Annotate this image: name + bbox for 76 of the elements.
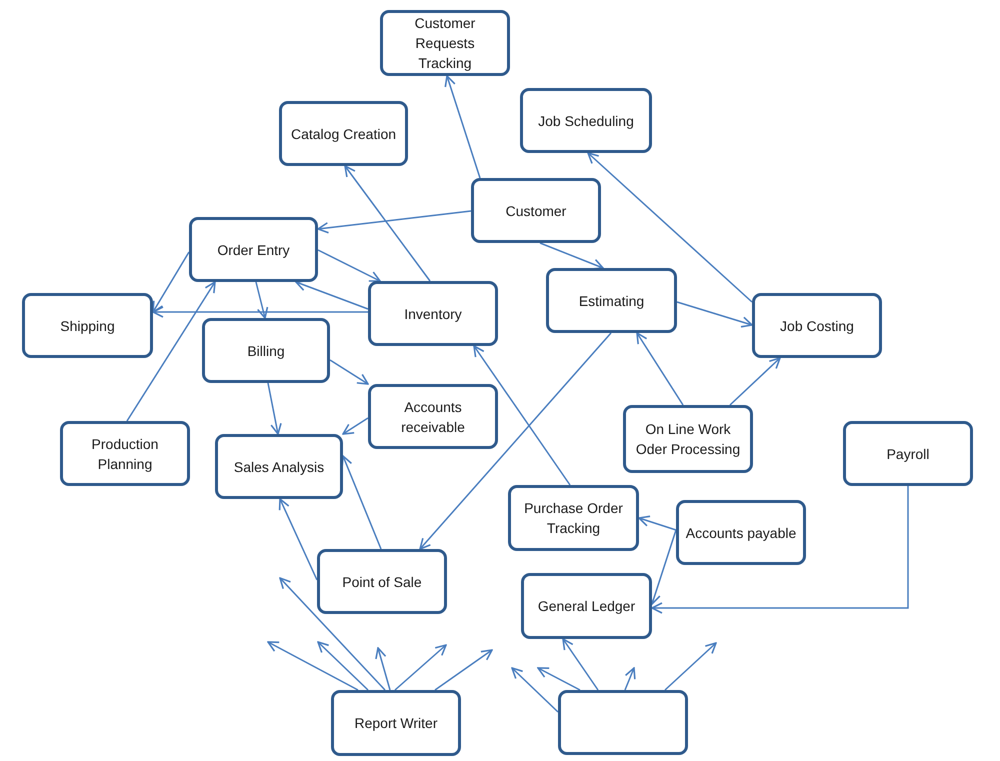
node-label: Accounts receivable (400, 398, 466, 436)
node-label: Shipping (60, 316, 115, 336)
arrow (344, 165, 431, 282)
arrow (511, 667, 559, 713)
process-box (368, 281, 498, 346)
arrow (664, 642, 717, 691)
arrow (375, 647, 391, 690)
process-box (521, 573, 652, 639)
arrow (341, 455, 382, 550)
arrow (444, 75, 481, 178)
arrow (295, 280, 368, 310)
arrow (729, 357, 781, 406)
empty-box (558, 690, 688, 755)
process-box (520, 88, 652, 153)
arrow (342, 417, 368, 435)
arrow (255, 282, 268, 319)
node-label: Customer (506, 202, 566, 220)
node-label: Production Planning (90, 434, 160, 474)
arrow (330, 359, 369, 385)
process-box (380, 10, 510, 76)
process-box (317, 549, 447, 614)
arrow (636, 332, 684, 406)
node-label: Purchase Order Tracking (523, 499, 624, 538)
process-box (843, 421, 973, 486)
arrow (152, 252, 190, 313)
arrow (317, 210, 472, 234)
node-label: Payroll (886, 444, 930, 464)
process-box (331, 690, 461, 756)
node-label: Catalog Creation (290, 124, 396, 144)
process-box (279, 101, 408, 166)
arrow (473, 345, 571, 486)
process-box (202, 318, 330, 383)
arrow (638, 516, 676, 531)
node-label: Customer Requests Tracking (414, 14, 476, 73)
arrow (126, 281, 216, 422)
process-box (623, 405, 753, 473)
process-box (752, 293, 882, 358)
arrow (650, 530, 677, 605)
process-box (60, 421, 190, 486)
arrow (419, 332, 612, 550)
process-box (471, 178, 601, 243)
arrow (676, 301, 753, 328)
process-box (368, 384, 498, 449)
arrow (267, 641, 358, 691)
node-label: Job Scheduling (538, 112, 634, 130)
node-label: Accounts payable (686, 524, 796, 542)
node-label: Inventory (404, 304, 462, 324)
node-label: General Ledger (538, 597, 636, 616)
process-box (22, 293, 153, 358)
node-label: On Line Work Oder Processing (634, 420, 742, 459)
arrow (624, 667, 636, 690)
arrow (318, 249, 381, 282)
node-label: Job Costing (780, 316, 854, 336)
node-label: Billing (247, 342, 285, 360)
process-box (189, 217, 318, 282)
arrow (587, 152, 752, 303)
arrow (434, 649, 493, 691)
node-label: Point of Sale (342, 572, 422, 592)
node-label: Report Writer (354, 714, 438, 733)
node-label: Order Entry (217, 240, 290, 260)
process-box (508, 485, 639, 551)
arrow (651, 486, 909, 614)
arrow (278, 498, 318, 580)
arrow (152, 306, 368, 318)
arrow (267, 382, 282, 435)
arrow (540, 242, 604, 270)
arrow (537, 667, 580, 691)
arrow (394, 644, 447, 691)
node-label: Estimating (578, 292, 644, 310)
arrow (317, 641, 369, 691)
arrow (279, 577, 386, 691)
node-label: Sales Analysis (234, 458, 324, 476)
process-box (215, 434, 343, 499)
arrow (562, 638, 599, 690)
process-box (546, 268, 677, 333)
process-box (676, 500, 806, 565)
